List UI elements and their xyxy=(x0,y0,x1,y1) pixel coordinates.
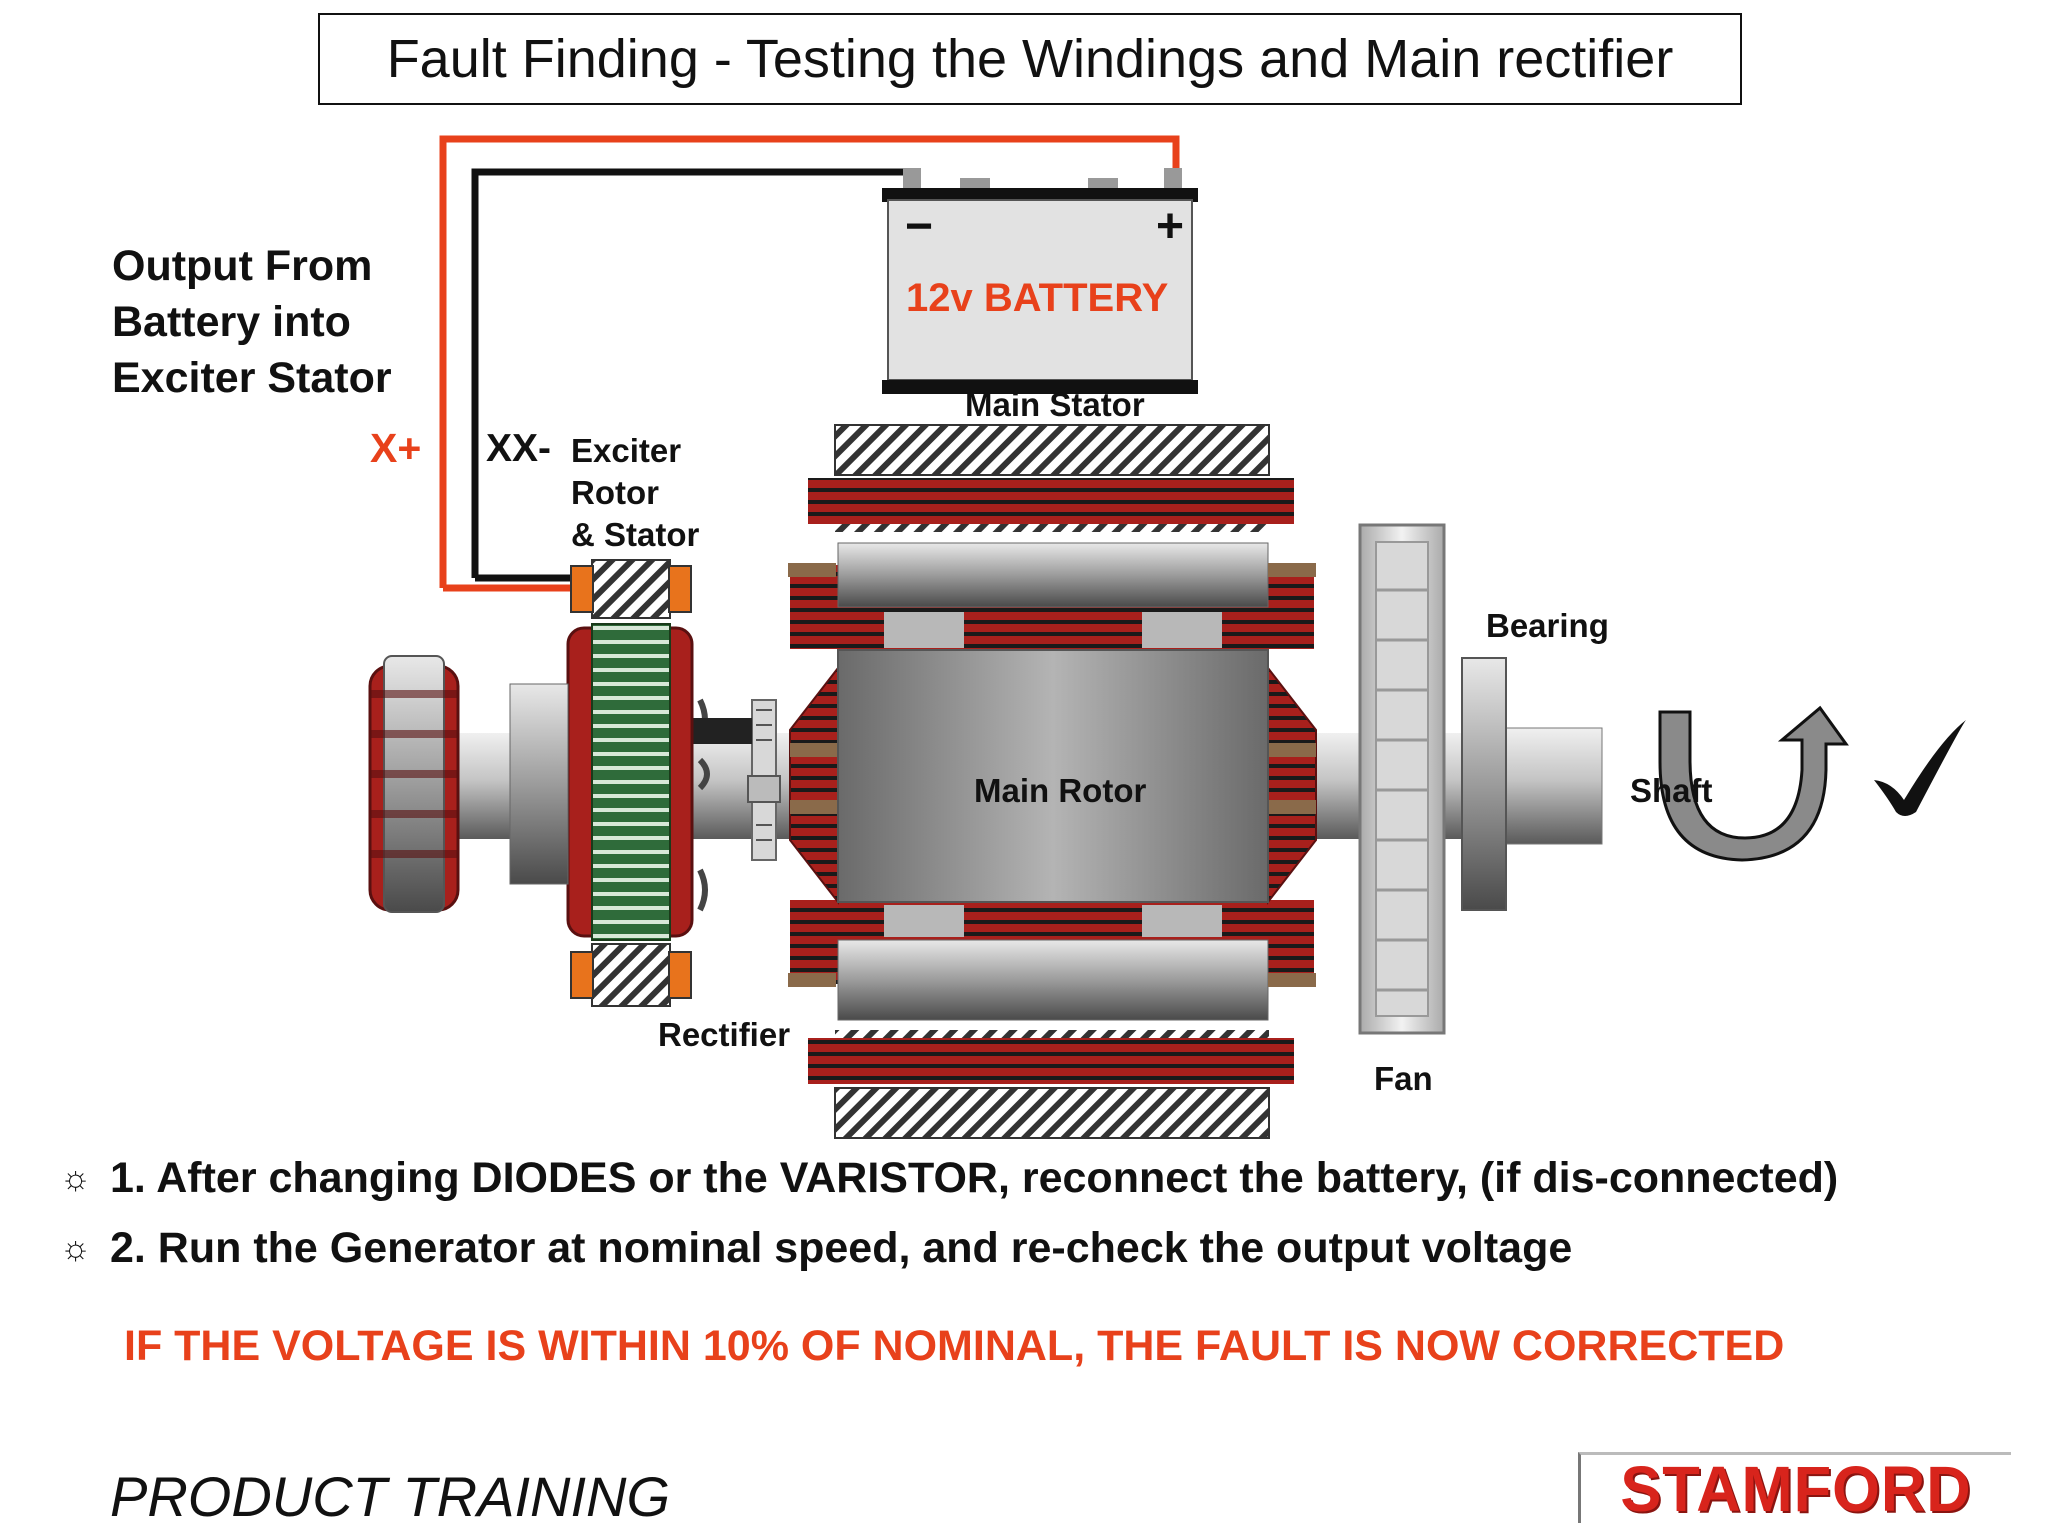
warning-text: IF THE VOLTAGE IS WITHIN 10% OF NOMINAL,… xyxy=(124,1322,1785,1370)
logo-text: STAMFORD xyxy=(1620,1453,1972,1525)
x-plus-label: X+ xyxy=(370,425,422,471)
rotation-arrow xyxy=(1658,705,1849,862)
battery: − + xyxy=(882,168,1198,394)
main-rotor-body xyxy=(837,649,1269,903)
fan-label: Fan xyxy=(1374,1060,1433,1097)
output-label-line-1: Output From xyxy=(112,242,373,290)
battery-label: 12v BATTERY xyxy=(906,276,1169,320)
exciter-rotor-core xyxy=(591,623,671,941)
main-stator-top-winding xyxy=(808,478,1294,524)
rectifier-label: Rectifier xyxy=(658,1016,791,1053)
bullet-icon: ☼ xyxy=(60,1159,92,1197)
step-2-text: 2. Run the Generator at nominal speed, a… xyxy=(110,1224,1573,1272)
output-label-line-2: Battery into xyxy=(112,298,351,346)
main-stator-label: Main Stator xyxy=(965,386,1145,423)
main-rotor-label: Main Rotor xyxy=(974,772,1147,809)
page-title: Fault Finding - Testing the Windings and… xyxy=(386,29,1674,89)
exciter-label-line-1: Exciter xyxy=(571,432,682,469)
negative-wire xyxy=(471,168,910,578)
check-mark-icon xyxy=(1874,720,1966,816)
exciter-label: Exciter Rotor & Stator xyxy=(571,430,699,556)
step-1: ☼ 1. After changing DIODES or the VARIST… xyxy=(60,1154,1838,1203)
exciter-label-line-3: & Stator xyxy=(571,516,700,553)
xx-minus-label: XX- xyxy=(486,427,552,470)
positive-wire xyxy=(439,135,1180,588)
step-2: ☼ 2. Run the Generator at nominal speed,… xyxy=(60,1224,1572,1273)
stamford-logo: STAMFORD xyxy=(1578,1452,2011,1525)
main-stator-bottom-winding xyxy=(808,1038,1294,1084)
battery-minus-sign: − xyxy=(905,200,933,253)
bearing xyxy=(1461,657,1507,911)
bullet-icon: ☼ xyxy=(60,1229,92,1267)
bearing-label: Bearing xyxy=(1486,607,1609,644)
title-box: Fault Finding - Testing the Windings and… xyxy=(318,13,1742,105)
exciter-label-line-2: Rotor xyxy=(571,474,659,511)
exciter-stator-bottom xyxy=(591,943,671,1007)
shaft-label: Shaft xyxy=(1630,772,1713,809)
output-from-battery-label: Output From Battery into Exciter Stator xyxy=(112,238,392,406)
exciter-stator-top xyxy=(591,559,671,619)
footer-product-training: PRODUCT TRAINING xyxy=(110,1465,670,1528)
main-stator-top-core xyxy=(834,424,1270,476)
step-1-text: 1. After changing DIODES or the VARISTOR… xyxy=(110,1154,1839,1202)
output-label-line-3: Exciter Stator xyxy=(112,354,392,402)
battery-plus-sign: + xyxy=(1156,200,1184,253)
main-stator-bottom-core xyxy=(834,1087,1270,1139)
